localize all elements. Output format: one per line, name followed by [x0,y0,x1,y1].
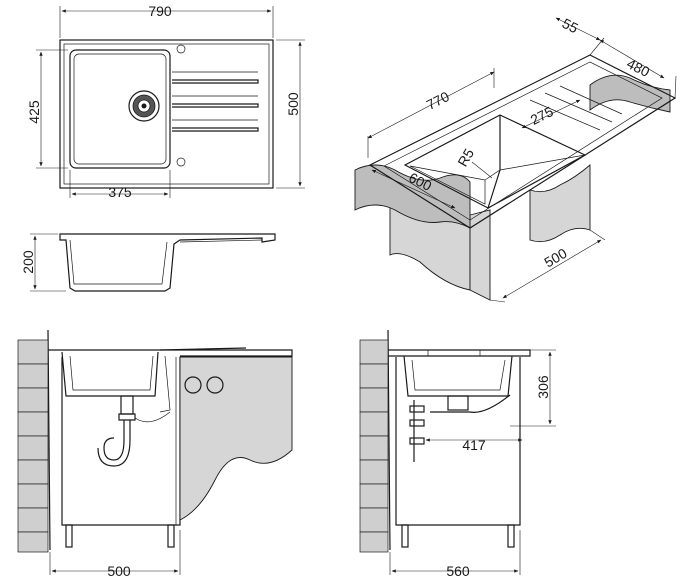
side-profile-view: 200 [20,233,276,292]
bowl-outline-top [69,49,171,169]
dim-200-label: 200 [20,250,36,274]
dim-770-label: 770 [424,88,452,113]
side-siphon-icon [409,394,511,462]
worktop-back [589,74,671,113]
dim-480-label: 480 [624,55,652,80]
dim-306-label: 306 [535,375,551,399]
tap-hole-icon [176,44,186,54]
drain-icon [128,90,160,122]
siphon-icon [97,395,171,467]
dim-275-label: 275 [528,103,556,128]
pipe-hole-icon [206,376,224,394]
dim-417-label: 417 [462,437,486,453]
pipe-hole-icon [184,376,202,394]
dim-500-iso-label: 500 [541,245,569,271]
dim-500-front-label: 500 [107,563,131,578]
dim-425-label: 425 [26,100,42,124]
wall-bricks-left [17,329,51,553]
sink-profile [59,233,276,292]
drainer-grooves-top [172,71,259,132]
bowl-inner-top [73,53,167,165]
isometric-view: 770 55 480 275 R5 600 500 [354,15,677,303]
dim-375-label: 375 [108,184,132,200]
overflow-hole-icon [176,157,186,167]
dim-560-label: 560 [446,563,470,578]
cabinet-section [61,356,293,548]
dim-55-label: 55 [560,15,581,36]
side-section-view: 306 417 560 [359,329,556,578]
sink-rim-top [63,43,270,185]
dim-790-label: 790 [148,3,172,19]
front-section-view: 500 [17,329,293,578]
sink-outline-top [59,39,274,189]
dim-500-label: 500 [285,92,301,116]
dim-r5-label: R5 [454,146,477,170]
top-view: 790 500 425 375 [26,3,305,200]
wall-bricks-right [359,329,391,553]
wall-section-right [179,356,293,521]
